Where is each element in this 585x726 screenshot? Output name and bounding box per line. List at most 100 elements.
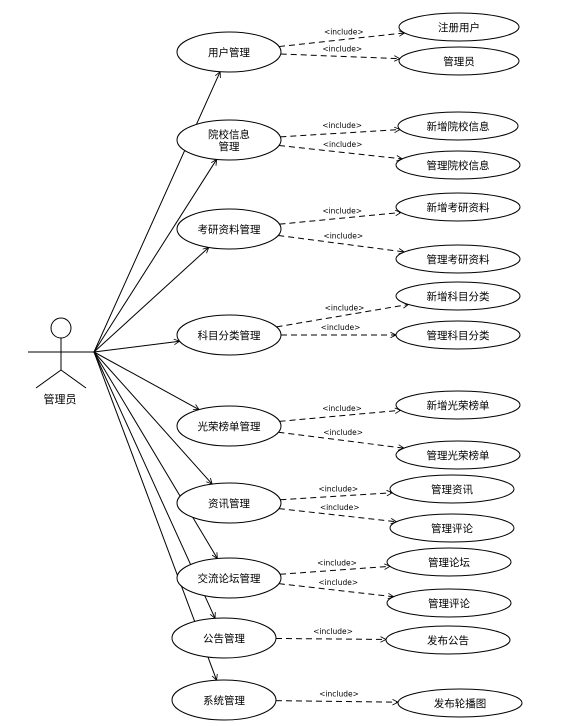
included-use-case-label: 管理院校信息 xyxy=(427,159,490,172)
included-use-case-label: 新增光荣榜单 xyxy=(427,399,490,412)
included-use-case-label: 管理评论 xyxy=(431,522,473,535)
use-case: 系统管理 xyxy=(171,679,277,721)
included-use-case: 管理科目分类 xyxy=(395,320,521,350)
included-use-case: 管理院校信息 xyxy=(395,150,521,180)
use-case: 资讯管理 xyxy=(176,482,282,524)
association-line xyxy=(93,351,212,484)
included-use-case: 新增院校信息 xyxy=(397,111,519,141)
include-dependency xyxy=(280,493,392,501)
association-line xyxy=(93,341,180,353)
association-line xyxy=(93,72,220,353)
included-use-case-ellipse xyxy=(389,474,515,504)
included-use-case-ellipse xyxy=(395,150,521,180)
included-use-case-ellipse xyxy=(395,320,521,350)
included-use-case-label: 管理光荣榜单 xyxy=(427,449,490,462)
included-use-case-ellipse xyxy=(395,281,521,311)
include-dependency xyxy=(280,53,400,59)
include-dependency xyxy=(276,304,409,328)
included-use-case-ellipse xyxy=(397,688,523,718)
use-case-label: 科目分类管理 xyxy=(198,329,261,342)
include-relations: <include> 注册用户 <include> 管理员 <include> 新增院校信息… xyxy=(275,12,523,718)
included-use-case-label: 管理论坛 xyxy=(428,556,470,569)
included-use-case-ellipse xyxy=(386,547,512,577)
included-use-case-ellipse xyxy=(385,625,511,655)
use-case-label: 考研资料管理 xyxy=(198,223,261,236)
included-use-case-label: 发布公告 xyxy=(427,634,469,647)
actor-label: 管理员 xyxy=(44,392,77,406)
include-stereotype: <include> xyxy=(321,323,361,332)
included-use-case-ellipse xyxy=(386,588,512,618)
include-dependency xyxy=(275,638,386,639)
include-dependency xyxy=(278,431,404,448)
use-case-label: 交流论坛管理 xyxy=(198,572,261,585)
include-dependency xyxy=(278,33,405,48)
included-use-case: 管理资讯 xyxy=(389,474,515,504)
use-case-label: 资讯管理 xyxy=(208,497,250,510)
included-use-case-label: 发布轮播图 xyxy=(434,697,487,710)
association-line xyxy=(93,247,209,353)
include-stereotype: <include> xyxy=(325,304,365,313)
use-case: 交流论坛管理 xyxy=(176,557,282,599)
include-stereotype: <include> xyxy=(318,484,358,493)
included-use-case-ellipse xyxy=(389,513,515,543)
use-case-label: 管理 xyxy=(219,140,240,153)
use-case-ellipse xyxy=(176,557,282,599)
included-use-case-label: 注册用户 xyxy=(438,21,480,34)
include-stereotype: <include> xyxy=(322,404,362,413)
included-use-case-label: 管理评论 xyxy=(428,597,470,610)
include-stereotype: <include> xyxy=(320,503,360,512)
included-use-case-label: 新增院校信息 xyxy=(427,120,490,133)
included-use-case: 发布轮播图 xyxy=(397,688,523,718)
included-use-case: 注册用户 xyxy=(398,12,520,42)
included-use-case: 管理考研资料 xyxy=(395,244,521,274)
include-stereotype: <include> xyxy=(317,558,357,567)
include-dependency xyxy=(278,144,402,158)
included-use-case-ellipse xyxy=(397,111,519,141)
actor-right-leg xyxy=(60,369,87,389)
include-dependency xyxy=(275,701,398,703)
association-line xyxy=(93,351,199,410)
included-use-case-ellipse xyxy=(395,192,521,222)
use-case-label: 用户管理 xyxy=(208,46,250,59)
include-dependency xyxy=(280,130,400,138)
included-use-case-ellipse xyxy=(395,390,521,420)
use-case-label: 公告管理 xyxy=(203,632,245,645)
use-case-ellipse xyxy=(171,679,277,721)
included-use-case-label: 管理考研资料 xyxy=(427,253,490,266)
association-line xyxy=(93,351,217,559)
use-case-label: 光荣榜单管理 xyxy=(198,420,261,433)
include-dependency xyxy=(279,212,400,225)
included-use-case-label: 新增科目分类 xyxy=(427,290,490,303)
include-stereotype: <include> xyxy=(322,206,362,215)
included-use-case-ellipse xyxy=(398,46,520,76)
included-use-case-label: 管理员 xyxy=(443,55,475,68)
include-stereotype: <include> xyxy=(322,44,362,53)
included-use-case-label: 管理科目分类 xyxy=(427,329,490,342)
use-case-ellipse xyxy=(176,208,282,250)
use-case: 考研资料管理 xyxy=(176,208,282,250)
included-use-case: 管理评论 xyxy=(386,588,512,618)
use-cases: 用户管理院校信息管理考研资料管理科目分类管理光荣榜单管理资讯管理交流论坛管理公告… xyxy=(171,31,282,721)
include-dependency xyxy=(280,566,390,575)
included-use-case-ellipse xyxy=(395,440,521,470)
include-stereotype: <include> xyxy=(323,140,363,149)
include-stereotype: <include> xyxy=(318,578,358,587)
association-line xyxy=(93,159,217,353)
include-stereotype: <include> xyxy=(324,28,364,37)
included-use-case-ellipse xyxy=(398,12,520,42)
include-stereotype: <include> xyxy=(313,627,353,636)
include-stereotype: <include> xyxy=(319,689,359,698)
included-use-case-label: 管理资讯 xyxy=(431,483,473,496)
included-use-case: 新增光荣榜单 xyxy=(395,390,521,420)
actor-left-leg xyxy=(35,369,62,389)
include-stereotype: <include> xyxy=(323,428,363,437)
included-use-case: 发布公告 xyxy=(385,625,511,655)
included-use-case-label: 新增考研资料 xyxy=(427,201,490,214)
include-dependency xyxy=(278,234,404,252)
actor-head xyxy=(50,317,72,339)
included-use-case: 新增科目分类 xyxy=(395,281,521,311)
use-case: 光荣榜单管理 xyxy=(176,405,282,447)
include-stereotype: <include> xyxy=(323,232,363,241)
